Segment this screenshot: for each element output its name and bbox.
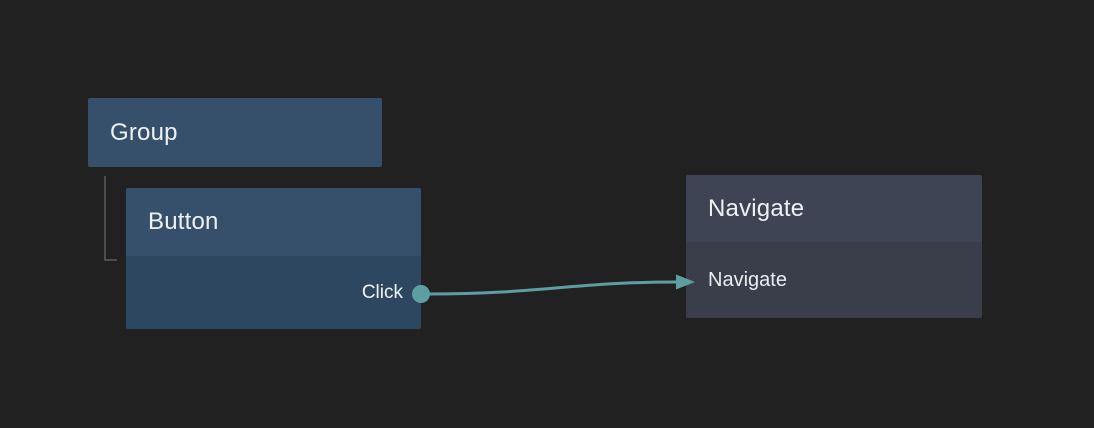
node-navigate-header[interactable]: Navigate [686, 175, 982, 242]
node-button-body: Click [126, 256, 421, 329]
hierarchy-connector-icon [104, 176, 117, 261]
port-row-click: Click [126, 256, 421, 329]
node-navigate-title: Navigate [708, 194, 805, 222]
port-click-label: Click [361, 281, 403, 303]
node-group-title: Group [110, 118, 178, 146]
node-navigate-body[interactable]: Navigate [686, 242, 982, 318]
node-group-header[interactable]: Group [88, 98, 382, 167]
edge-click-to-navigate[interactable] [412, 274, 695, 304]
node-navigate-action-label: Navigate [708, 268, 787, 291]
node-button-title: Button [148, 208, 219, 235]
node-group[interactable]: Group [88, 98, 382, 167]
node-button-header[interactable]: Button [126, 188, 421, 256]
node-button[interactable]: Button Click [126, 188, 421, 329]
node-navigate[interactable]: Navigate Navigate [686, 175, 982, 318]
